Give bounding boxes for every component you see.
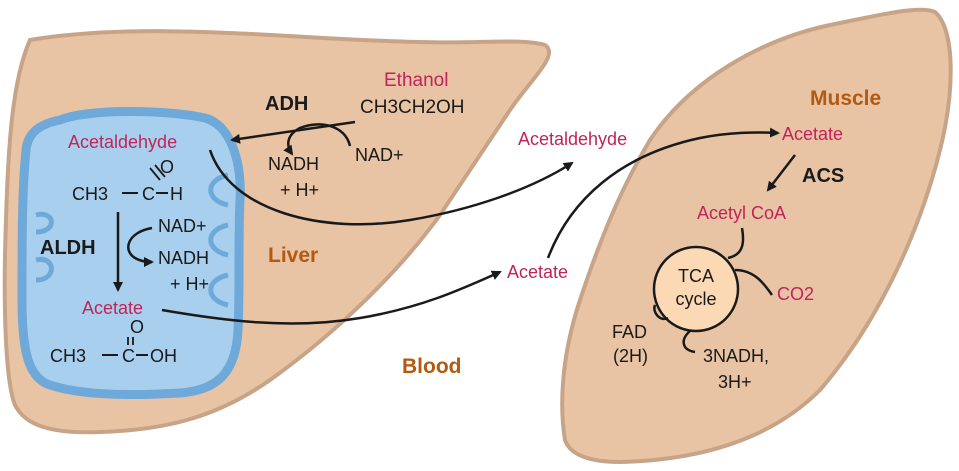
- acetyl-coa-label: Acetyl CoA: [697, 203, 786, 223]
- ethanol-label: Ethanol: [384, 70, 448, 91]
- acs-enzyme-label: ACS: [802, 165, 844, 187]
- acetate-to-blood-arrow: [161, 270, 502, 325]
- ethanol-formula: CH3CH2OH: [360, 97, 465, 118]
- acetate-c: C: [122, 346, 135, 366]
- blood-acetaldehyde-label: Acetaldehyde: [518, 129, 627, 149]
- acetyl-coa-entry-hook: [727, 227, 745, 260]
- acs-arrow: [766, 154, 796, 192]
- aldh-nadh-label: NADH: [158, 248, 209, 268]
- nadh-label-line2: 3H+: [718, 372, 752, 392]
- muscle-acetate-label: Acetate: [782, 124, 843, 144]
- mito-crista-right: [208, 172, 229, 208]
- blood-acetate-label: Acetate: [507, 262, 568, 282]
- tca-label-line2: cycle: [675, 289, 716, 309]
- liver-label: Liver: [268, 244, 318, 267]
- acetate-to-muscle-arrow: [546, 127, 780, 259]
- mito-acetate-label: Acetate: [82, 298, 143, 318]
- acetaldehyde-double-bond-2: [154, 164, 166, 178]
- fad-label-line1: FAD: [612, 322, 647, 342]
- acetate-oh: OH: [150, 346, 177, 366]
- muscle-shape: [560, 7, 953, 465]
- muscle-label: Muscle: [810, 87, 881, 110]
- co2-exit-hook: [734, 268, 774, 296]
- acetaldehyde-double-bond-1: [149, 167, 161, 181]
- acetaldehyde-o: O: [160, 157, 174, 177]
- mito-crista-right-3: [208, 272, 229, 308]
- adh-nadh-label: NADH: [268, 154, 319, 174]
- mito-acetaldehyde-label: Acetaldehyde: [68, 132, 177, 152]
- tca-label-line1: TCA: [678, 266, 714, 286]
- acetaldehyde-c: C: [142, 184, 155, 204]
- tca-cycle-circle: [652, 245, 740, 333]
- fad-hook: [653, 304, 669, 321]
- adh-h-label: + H+: [280, 180, 319, 200]
- acetate-ch3: CH3: [50, 346, 86, 366]
- adh-enzyme-label: ADH: [265, 93, 308, 115]
- aldh-enzyme-label: ALDH: [40, 237, 96, 259]
- mito-crista-left-2: [35, 256, 54, 283]
- aldh-cofactor-curve: [127, 226, 154, 267]
- nadh-hook: [682, 330, 696, 354]
- aldh-h-label: + H+: [170, 274, 209, 294]
- acetate-o: O: [130, 317, 144, 337]
- adh-nad-label: NAD+: [355, 145, 404, 165]
- adh-cofactor-curve: [283, 123, 352, 156]
- nadh-label-line1: 3NADH,: [703, 346, 769, 366]
- mito-crista-right-2: [208, 222, 229, 258]
- blood-label: Blood: [402, 355, 461, 378]
- acetaldehyde-to-blood-arrow: [208, 149, 574, 226]
- mito-crista-left: [35, 211, 54, 235]
- acetaldehyde-ch3: CH3: [72, 184, 108, 204]
- fad-label-line2: (2H): [613, 346, 648, 366]
- aldh-nad-label: NAD+: [158, 216, 207, 236]
- acetaldehyde-h: H: [170, 184, 183, 204]
- co2-label: CO2: [777, 284, 814, 304]
